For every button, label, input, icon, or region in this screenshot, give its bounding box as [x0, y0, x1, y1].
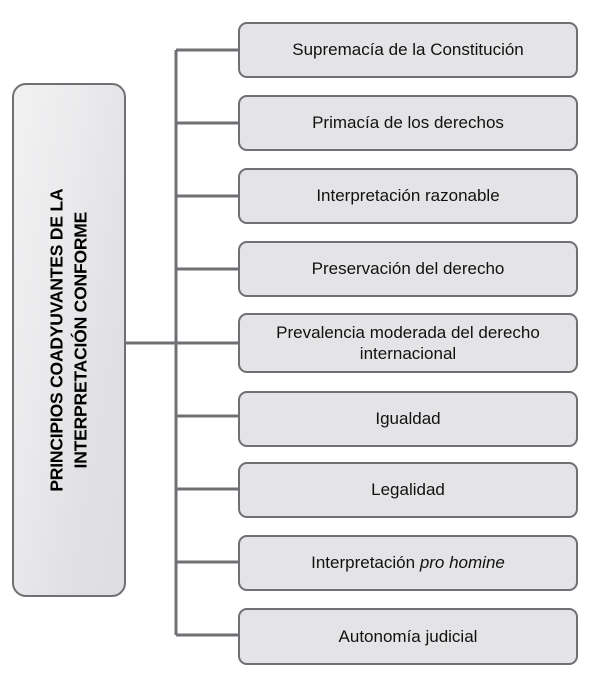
- leaf-node-7[interactable]: Legalidad: [238, 462, 578, 518]
- leaf-node-8[interactable]: Interpretación pro homine: [238, 535, 578, 591]
- leaf-node-2-label: Primacía de los derechos: [312, 113, 504, 133]
- leaf-node-4[interactable]: Preservación del derecho: [238, 241, 578, 297]
- root-node-label: PRINCIPIOS COADYUVANTES DE LA INTERPRETA…: [45, 188, 93, 491]
- leaf-node-5[interactable]: Prevalencia moderada del derecho interna…: [238, 313, 578, 373]
- root-node-label-line-2: INTERPRETACIÓN CONFORME: [71, 211, 92, 469]
- leaf-node-6-label: Igualdad: [375, 409, 441, 429]
- leaf-node-3-label: Interpretación razonable: [316, 186, 500, 206]
- leaf-node-5-label: Prevalencia moderada del derecho interna…: [276, 322, 540, 363]
- leaf-node-4-label: Preservación del derecho: [311, 259, 505, 279]
- leaf-node-9[interactable]: Autonomía judicial: [238, 608, 578, 665]
- leaf-node-7-label: Legalidad: [371, 480, 445, 500]
- leaf-node-9-label: Autonomía judicial: [338, 626, 478, 646]
- leaf-node-1[interactable]: Supremacía de la Constitución: [238, 22, 578, 78]
- root-node-principios-coadyuvantes[interactable]: PRINCIPIOS COADYUVANTES DE LA INTERPRETA…: [12, 83, 126, 597]
- leaf-node-2[interactable]: Primacía de los derechos: [238, 95, 578, 151]
- root-node-label-line-1: PRINCIPIOS COADYUVANTES DE LA: [46, 188, 67, 492]
- leaf-node-1-label: Supremacía de la Constitución: [292, 40, 524, 60]
- leaf-node-8-label-italic: pro homine: [419, 553, 505, 573]
- leaf-node-6[interactable]: Igualdad: [238, 391, 578, 447]
- leaf-node-3[interactable]: Interpretación razonable: [238, 168, 578, 224]
- leaf-node-8-label: Interpretación pro homine: [311, 553, 505, 573]
